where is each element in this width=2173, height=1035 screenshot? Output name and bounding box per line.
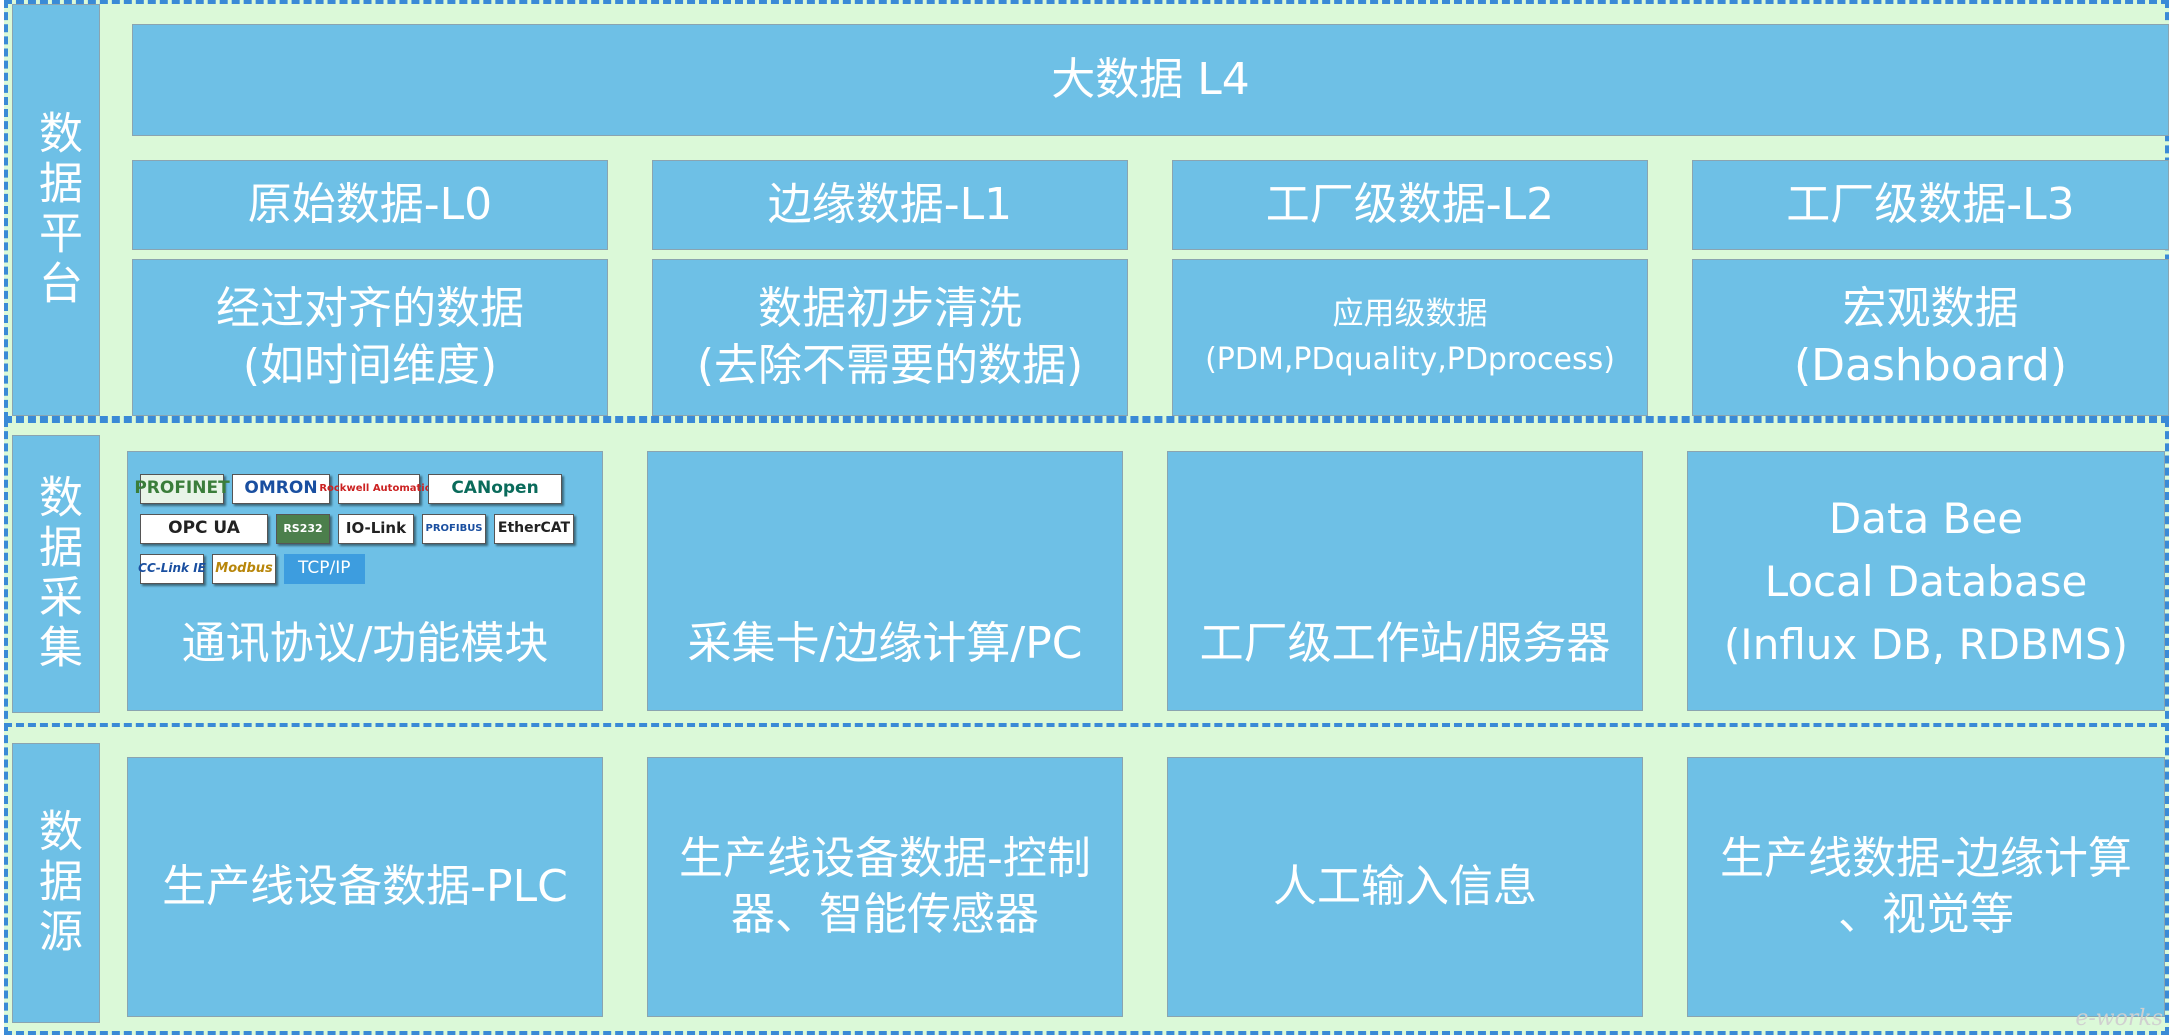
- data-collection-section: 数据采集 PROFINET OMRON Rockwell Automation …: [4, 419, 2169, 731]
- rs232-logo: RS232: [276, 514, 330, 544]
- level-desc-line2: (Dashboard): [1793, 339, 2068, 391]
- profibus-logo: PROFIBUS: [422, 514, 486, 544]
- level-desc-line1: 应用级数据: [1332, 296, 1488, 333]
- source-side-text: 数据源: [31, 808, 82, 958]
- source-controller-box: 生产线设备数据-控制 器、智能传感器: [647, 757, 1123, 1017]
- database-box: Data Bee Local Database (Influx DB, RDBM…: [1687, 451, 2165, 711]
- source-edge-box: 生产线数据-边缘计算 、视觉等: [1687, 757, 2165, 1017]
- iolink-logo: IO-Link: [338, 514, 414, 544]
- platform-side-text: 数据平台: [31, 110, 82, 310]
- capture-card-label: 采集卡/边缘计算/PC: [687, 617, 1083, 669]
- source-line2: 、视觉等: [1838, 889, 2014, 940]
- level-desc-l0: 经过对齐的数据 (如时间维度): [132, 259, 608, 416]
- collection-side-label: 数据采集: [12, 435, 100, 713]
- canopen-logo: CANopen: [428, 474, 562, 504]
- data-platform-section: 数据平台 大数据 L4 原始数据-L0 边缘数据-L1 工厂级数据-L2 工厂级…: [4, 0, 2169, 420]
- level-title-text: 原始数据-L0: [247, 178, 493, 230]
- profinet-logo: PROFINET: [134, 474, 230, 504]
- opcua-logo: OPC UA: [140, 514, 268, 544]
- level-desc-line1: 宏观数据: [1842, 283, 2019, 335]
- source-plc-box: 生产线设备数据-PLC: [127, 757, 603, 1017]
- source-line1: 生产线数据-边缘计算: [1720, 832, 2132, 884]
- omron-logo: OMRON: [232, 474, 330, 504]
- level-desc-line1: 数据初步清洗: [758, 283, 1022, 335]
- level-desc-line2: (PDM,PDquality,PDprocess): [1205, 342, 1615, 378]
- level-desc-line1: 经过对齐的数据: [216, 283, 524, 335]
- database-line1: Data Bee: [1828, 493, 2024, 543]
- level-title-text: 工厂级数据-L3: [1786, 178, 2075, 230]
- source-line1: 生产线设备数据-控制: [679, 832, 1091, 884]
- comm-protocol-box: PROFINET OMRON Rockwell Automation CANop…: [127, 451, 603, 711]
- bigdata-l4-box: 大数据 L4: [132, 24, 2169, 136]
- comm-protocol-label: 通讯协议/功能模块: [181, 617, 549, 669]
- level-title-l3: 工厂级数据-L3: [1692, 160, 2169, 250]
- platform-side-label: 数据平台: [12, 4, 100, 416]
- server-box: 工厂级工作站/服务器: [1167, 451, 1643, 711]
- database-line3: (Influx DB, RDBMS): [1723, 619, 2129, 669]
- capture-card-box: 采集卡/边缘计算/PC: [647, 451, 1123, 711]
- level-desc-l2: 应用级数据 (PDM,PDquality,PDprocess): [1172, 259, 1648, 416]
- source-line2: 器、智能传感器: [731, 889, 1039, 940]
- bigdata-l4-label: 大数据 L4: [1051, 53, 1250, 105]
- database-line2: Local Database: [1764, 556, 2088, 606]
- source-manual-box: 人工输入信息: [1167, 757, 1643, 1017]
- ethercat-logo: EtherCAT: [494, 514, 574, 544]
- eworks-watermark: e-works: [2075, 1006, 2163, 1031]
- level-title-l0: 原始数据-L0: [132, 160, 608, 250]
- tcpip-logo: TCP/IP: [284, 554, 365, 584]
- source-side-label: 数据源: [12, 743, 100, 1023]
- source-line1: 人工输入信息: [1273, 860, 1537, 912]
- protocol-logos: PROFINET OMRON Rockwell Automation CANop…: [134, 474, 580, 594]
- source-line1: 生产线设备数据-PLC: [162, 860, 568, 912]
- level-desc-l1: 数据初步清洗 (去除不需要的数据): [652, 259, 1128, 416]
- cclink-logo: CC-Link IE: [138, 554, 206, 584]
- data-source-section: 数据源 生产线设备数据-PLC 生产线设备数据-控制 器、智能传感器 人工输入信…: [4, 723, 2169, 1035]
- rockwell-logo: Rockwell Automation: [319, 474, 439, 504]
- level-title-text: 工厂级数据-L2: [1265, 178, 1555, 230]
- server-label: 工厂级工作站/服务器: [1199, 617, 1611, 669]
- level-desc-l3: 宏观数据 (Dashboard): [1692, 259, 2169, 416]
- level-title-text: 边缘数据-L1: [767, 178, 1013, 230]
- level-desc-line2: (如时间维度): [242, 339, 498, 391]
- collection-side-text: 数据采集: [31, 474, 82, 674]
- level-title-l2: 工厂级数据-L2: [1172, 160, 1648, 250]
- level-title-l1: 边缘数据-L1: [652, 160, 1128, 250]
- modbus-logo: Modbus: [212, 554, 276, 584]
- level-desc-line2: (去除不需要的数据): [696, 339, 1084, 391]
